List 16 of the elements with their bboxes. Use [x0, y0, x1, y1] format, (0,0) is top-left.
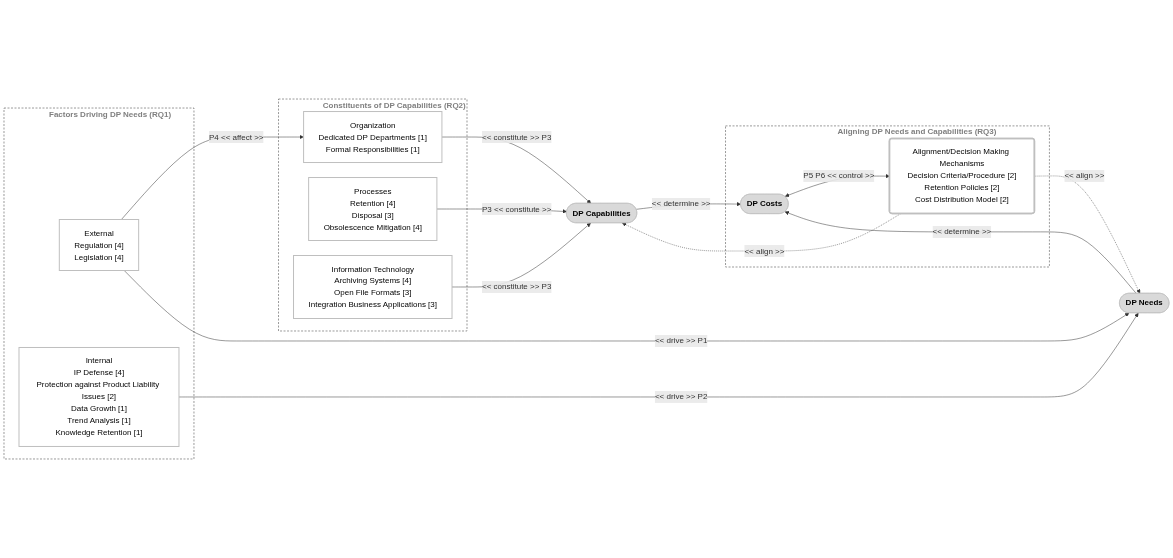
edge-label: << align >>: [744, 246, 785, 255]
edge-label: << align >>: [1064, 171, 1105, 180]
edge-label: << drive >> P1: [654, 336, 708, 345]
node-box: Organization Dedicated DP Departments [1] Formal Responsibilities [1]: [303, 111, 443, 163]
edge-label: << determine >>: [651, 199, 711, 208]
node-box: Processes Retention [4] Disposal [3] Obsolescence Mitigation [4]: [308, 177, 438, 241]
edge-label: << constitute >> P3: [482, 282, 552, 291]
node-box: Internal IP Defense [4] Protection against Product Liability Issues [2] Data Growth [1] Trend Analysis [1] Knowledge Retention [1]: [18, 347, 180, 447]
node-box: External Regulation [4] Legislation [4]: [58, 219, 140, 271]
edge-label: P5 P6 << control >>: [803, 171, 875, 180]
node-box: Information Technology Archiving Systems [4] Open File Formats [3] Integration Business Applications [3]: [293, 255, 453, 319]
edge-label: << determine >>: [932, 227, 992, 236]
edge-label: P4 << affect >>: [208, 132, 264, 142]
edge-label: P3 << constitute >>: [482, 204, 552, 214]
edge-label: << constitute >> P3: [482, 132, 552, 142]
edge-label: << drive >> P2: [654, 392, 708, 401]
